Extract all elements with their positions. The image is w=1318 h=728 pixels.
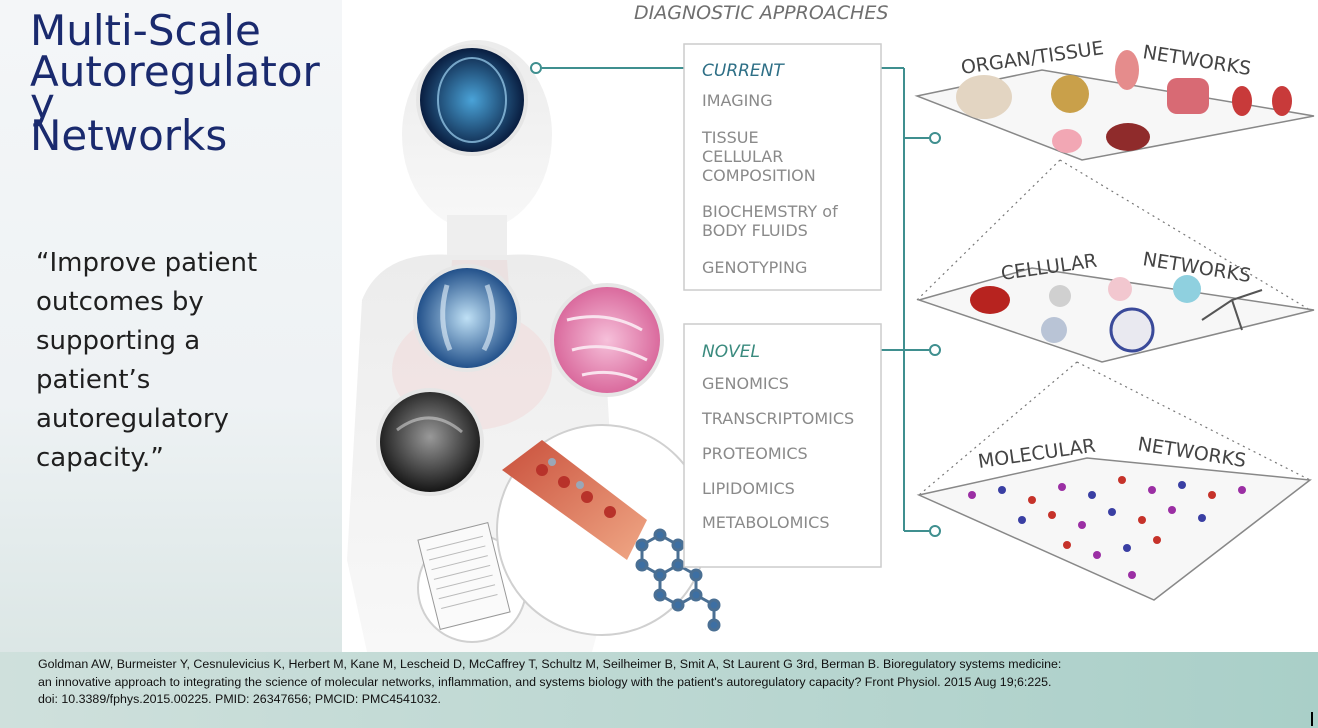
novel-items: GENOMICS TRANSCRIPTOMICS PROTEOMICS LIPI… <box>701 374 854 532</box>
intestine-organ <box>1167 78 1209 114</box>
current-items: IMAGING TISSUE CELLULAR COMPOSITION BIOC… <box>701 91 838 277</box>
current-item: CELLULAR <box>702 147 783 166</box>
slide-title: Multi-Scale Autoregulator y Networks <box>30 6 340 161</box>
lungs-organ <box>1115 50 1139 90</box>
white-blood-cell <box>1109 307 1155 353</box>
title-line: Multi-Scale <box>30 6 261 55</box>
novel-item: GENOMICS <box>702 374 789 393</box>
novel-item: TRANSCRIPTOMICS <box>701 409 854 428</box>
quote-line: autoregulatory <box>36 404 229 434</box>
novel-heading: NOVEL <box>702 342 760 362</box>
citation-line: an innovative approach to integrating th… <box>38 674 1052 689</box>
current-heading: CURRENT <box>702 61 785 81</box>
current-item: TISSUE <box>701 128 759 147</box>
current-item: COMPOSITION <box>702 166 816 185</box>
brain-scan-circle <box>416 44 528 156</box>
novel-item: LIPIDOMICS <box>702 479 795 498</box>
cellular-layer <box>916 267 1315 363</box>
cell-node <box>1173 275 1201 303</box>
quote-line: capacity.” <box>36 443 164 473</box>
novel-box <box>683 323 882 568</box>
kidney-organ <box>1272 86 1292 116</box>
organ-tissue-layer <box>914 50 1315 161</box>
current-item: BODY FLUIDS <box>702 221 808 240</box>
novel-item: PROTEOMICS <box>702 444 808 463</box>
chest-xray-circle <box>413 264 521 372</box>
diagnostic-figure: DIAGNOSTIC APPROACHES CURRENT IMAGING TI… <box>342 0 1318 652</box>
quote-line: “Improve patient <box>36 248 258 278</box>
connector-dot <box>929 525 941 537</box>
current-item: BIOCHEMSTRY of <box>702 202 838 221</box>
citation-text: Goldman AW, Burmeister Y, Cesnulevicius … <box>38 656 1308 709</box>
title-line: Networks <box>30 111 228 161</box>
diagram-header: DIAGNOSTIC APPROACHES <box>634 2 888 24</box>
citation-line: Goldman AW, Burmeister Y, Cesnulevicius … <box>38 657 1062 671</box>
current-item: GENOTYPING <box>702 258 807 277</box>
red-blood-cell <box>970 286 1010 314</box>
molecular-layer <box>916 457 1312 601</box>
blood-vessel-circle <box>496 424 708 636</box>
pyramid-lines <box>916 159 1311 496</box>
ultrasound-circle <box>376 388 484 496</box>
molecule-graphic <box>635 528 721 632</box>
corner-mark <box>1311 712 1313 726</box>
cell-node <box>1049 285 1071 307</box>
quote-line: patient’s <box>36 365 151 395</box>
kidney-organ <box>1232 86 1252 116</box>
lab-report-circle <box>417 522 527 643</box>
connector-dot <box>929 132 941 144</box>
brain-organ <box>956 75 1012 119</box>
cell-node <box>1108 277 1132 301</box>
figure-svg: DIAGNOSTIC APPROACHES CURRENT IMAGING TI… <box>347 2 1315 652</box>
connector-dots <box>530 62 941 537</box>
connector-dot <box>530 62 542 74</box>
quote-text: “Improve patient outcomes by supporting … <box>36 244 326 478</box>
cell-node <box>1041 317 1067 343</box>
organ-node <box>1051 75 1089 113</box>
current-item: IMAGING <box>702 91 773 110</box>
quote-line: supporting a <box>36 326 201 356</box>
citation-bar: Goldman AW, Burmeister Y, Cesnulevicius … <box>0 652 1318 728</box>
current-heading-mask <box>694 58 806 80</box>
tissue-histology-circle <box>550 283 664 397</box>
liver-organ <box>1106 123 1150 151</box>
citation-line: doi: 10.3389/fphys.2015.00225. PMID: 263… <box>38 692 441 706</box>
stomach-organ <box>1052 129 1082 153</box>
layer-label: NETWORKS <box>1141 41 1252 80</box>
neuron-cell <box>1201 289 1263 331</box>
quote-line: outcomes by <box>36 287 204 317</box>
connector-dot <box>929 344 941 356</box>
title-line: Autoregulator <box>30 47 320 97</box>
novel-item: METABOLOMICS <box>702 513 829 532</box>
current-box <box>683 43 882 291</box>
molecule-nodes <box>968 476 1246 579</box>
